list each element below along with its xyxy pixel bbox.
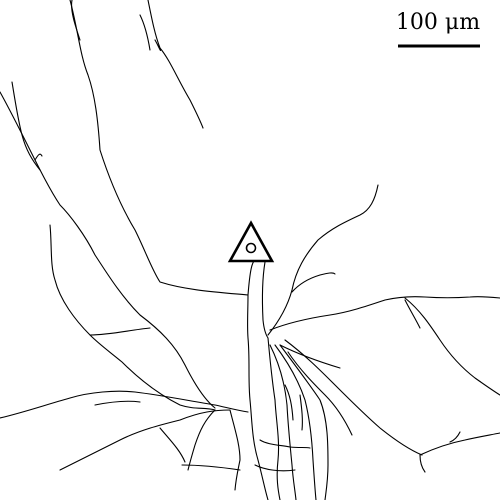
dendrite-branch	[247, 337, 269, 500]
triangle-with-circle-icon	[227, 220, 275, 263]
dendrite-branch	[254, 464, 296, 472]
dendrite-branch	[0, 91, 216, 409]
dendrite-branch	[181, 464, 241, 471]
dendrite-branch	[187, 409, 216, 471]
dendrite-branch	[229, 409, 241, 491]
dendrite-branch	[291, 272, 336, 293]
dendrite-branch	[419, 454, 426, 473]
dendrite-branch	[261, 261, 269, 339]
dendrite-branch	[159, 427, 186, 463]
dendrite-branch	[269, 296, 500, 331]
dendrite-branch	[267, 337, 281, 500]
dendrite-branch	[71, 0, 81, 41]
dendrite-branch	[404, 299, 421, 329]
dendrite-branch	[49, 224, 216, 411]
dendrite-branch	[299, 394, 303, 431]
dendrite-branch	[0, 390, 249, 419]
dendrite-branch	[269, 344, 297, 500]
dendrite-branch	[69, 0, 256, 296]
scale-bar-label: 100 μm	[395, 10, 481, 35]
dendrite-branch	[11, 81, 41, 171]
dendrite-branch	[419, 432, 500, 456]
dendrite-branch	[94, 400, 141, 406]
dendrite-branch	[279, 344, 329, 500]
dendrite-branch	[284, 339, 423, 456]
dendrite-branch	[259, 439, 311, 449]
dendrite-branch	[449, 431, 461, 443]
dendrite-branch	[404, 297, 500, 396]
dendrite-branch	[34, 153, 43, 161]
dendrite-branch	[89, 327, 151, 336]
dendrite-branch	[267, 184, 379, 336]
dendrite-branch	[279, 344, 341, 369]
dendrite-branch	[274, 344, 317, 500]
dendrite-branch	[59, 409, 231, 471]
dendrite-branch	[287, 351, 353, 436]
dendrite-branch	[284, 384, 294, 421]
dendrite-branch	[139, 14, 151, 51]
dendrite-branch	[147, 0, 204, 129]
